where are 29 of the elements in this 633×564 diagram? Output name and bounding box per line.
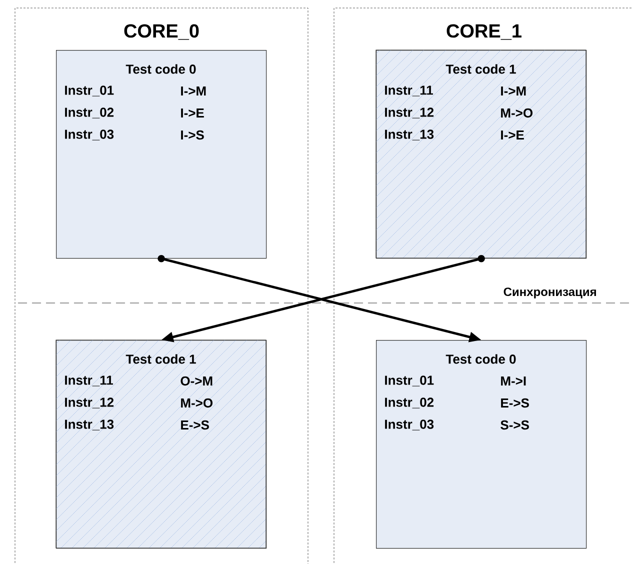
- transfer-label: M->O: [181, 398, 213, 408]
- transfer-label: E->S: [181, 420, 209, 430]
- instruction-name: Instr_02: [65, 108, 114, 118]
- instruction-name: Instr_12: [385, 108, 434, 118]
- code-box: Test code 1 Instr_11 I->M Instr_12 M->O Instr_13 I->E: [376, 50, 587, 259]
- code-box: Test code 1 Instr_11 O->M Instr_12 M->O Instr_13 E->S: [56, 340, 267, 549]
- instruction-name: Instr_13: [385, 130, 434, 140]
- transfer-label: I->E: [501, 130, 524, 140]
- instruction-name: Instr_13: [65, 420, 114, 430]
- sync-label: Синхронизация: [504, 288, 596, 298]
- transfer-label: M->I: [501, 376, 526, 386]
- transfer-label: M->O: [501, 108, 533, 118]
- instruction-name: Instr_11: [385, 86, 433, 96]
- instruction-name: Instr_12: [65, 398, 114, 408]
- transfer-label: I->M: [181, 86, 206, 96]
- transfer-label: S->S: [500, 420, 529, 430]
- transfer-label: I->E: [181, 108, 204, 118]
- transfer-label: E->S: [501, 398, 529, 408]
- instruction-name: Instr_11: [65, 376, 113, 386]
- instruction-name: Instr_03: [65, 130, 114, 140]
- instruction-name: Instr_01: [65, 86, 114, 96]
- instruction-name: Instr_03: [385, 420, 434, 430]
- transfer-label: I->S: [181, 130, 204, 140]
- transfer-label: O->M: [180, 376, 212, 386]
- instruction-name: Instr_01: [385, 376, 434, 386]
- instruction-name: Instr_02: [385, 398, 434, 408]
- code-box: Test code 0 Instr_01 I->M Instr_02 I->E Instr_03 I->S: [56, 50, 267, 259]
- transfer-label: I->M: [501, 86, 526, 96]
- code-box: Test code 0 Instr_01 M->I Instr_02 E->S Instr_03 S->S: [376, 340, 587, 549]
